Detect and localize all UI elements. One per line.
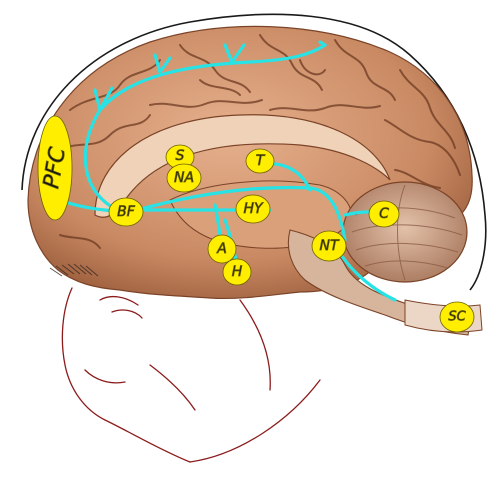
region-nt-label: NT (319, 238, 339, 254)
region-bf-label: BF (117, 204, 136, 220)
region-h-label: H (232, 264, 243, 280)
pathway-medial-bundle (128, 185, 347, 242)
region-markers: PFC S NA T BF HY A H C NT SC (37, 115, 475, 333)
region-t-label: T (256, 153, 266, 169)
skull-outline (21, 13, 487, 291)
face-drawing (61, 287, 321, 463)
region-c-label: C (379, 206, 389, 222)
region-hy-marker (235, 194, 271, 224)
region-h-marker (222, 258, 252, 286)
pathway-dorsal-branch-2 (98, 86, 114, 112)
pathway-dorsal-branch-7 (318, 40, 327, 47)
region-na-label: NA (174, 170, 194, 186)
region-a-label: A (216, 241, 227, 257)
pathway-dorsal-arc (83, 43, 327, 217)
region-s-label: S (176, 148, 185, 164)
region-t-marker (245, 148, 275, 174)
cerebellum-folia (351, 184, 463, 281)
pathway-dorsal-branch-1 (93, 88, 102, 112)
region-bf-marker (108, 197, 144, 227)
corpus-callosum (94, 114, 391, 218)
region-na-marker (166, 163, 202, 193)
eyebrow-hair (49, 263, 99, 277)
region-sc-label: SC (448, 310, 466, 325)
region-nt-marker (311, 230, 347, 262)
region-a-marker (207, 234, 237, 264)
region-hy-label: HY (243, 201, 264, 217)
pathway-dorsal-branch-4 (158, 56, 172, 74)
region-sc-marker (439, 301, 475, 333)
pathway-dorsal-branch-3 (153, 53, 162, 74)
region-c-marker (368, 200, 400, 228)
cerebellum (342, 181, 468, 283)
region-pfc-marker (37, 115, 73, 221)
pathway-dorsal-branch-5 (223, 43, 234, 64)
pathway-dorsal-branch-6 (230, 43, 246, 64)
